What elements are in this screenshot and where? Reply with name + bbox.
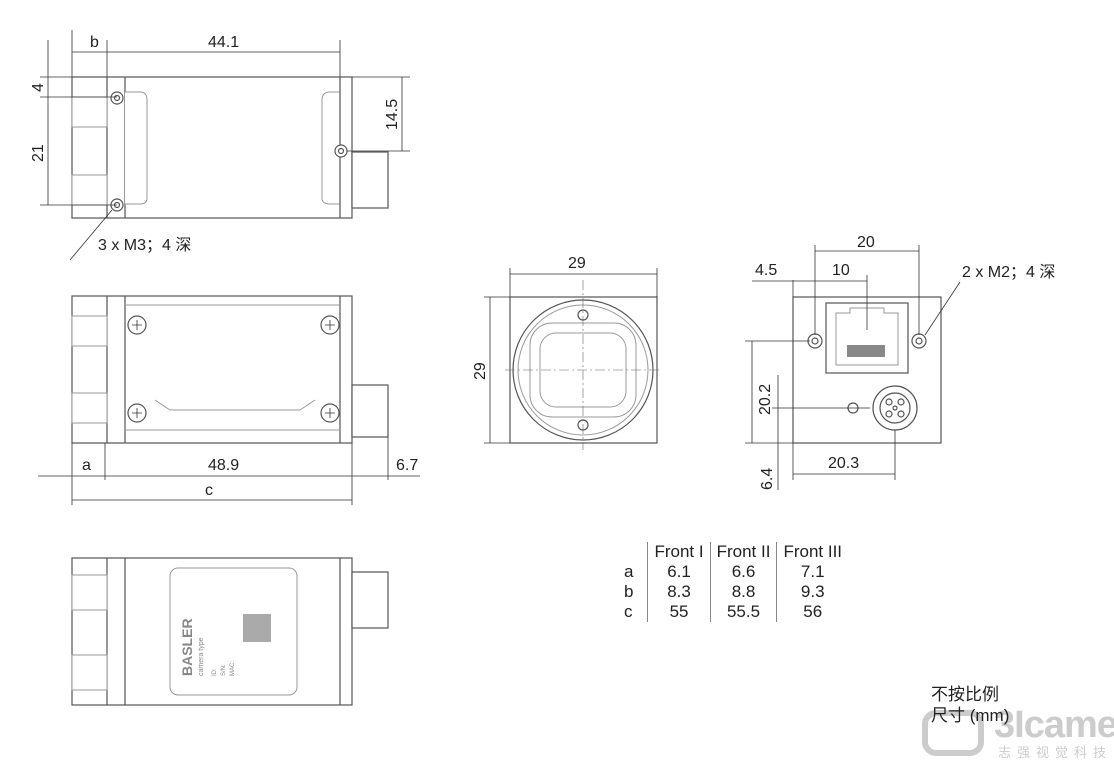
dim-front-width: 29 — [568, 255, 586, 272]
dim-10: 10 — [832, 262, 850, 279]
dim-14-5: 14.5 — [384, 99, 401, 130]
power-io-connector-icon — [872, 385, 918, 431]
product-label — [169, 567, 298, 696]
label-mac: MAC: — [230, 661, 236, 676]
dim-6-4: 6.4 — [759, 468, 776, 490]
dim-44-1: 44.1 — [208, 34, 239, 51]
side-view: a 48.9 6.7 c — [38, 295, 420, 505]
dim-20: 20 — [857, 234, 875, 251]
bottom-view: BASLER camera type ID: S/N: MAC: — [71, 557, 389, 706]
m3-hole-callout: 3 x M3；4 深 — [98, 236, 191, 254]
watermark-tagline: 志强视觉科技 — [998, 745, 1113, 760]
scale-note: 不按比例 尺寸 (mm) — [931, 684, 1009, 726]
header-front-iii: Front III — [776, 542, 849, 562]
top-view: b 44.1 4 21 14.5 3 x M3；4 深 — [30, 30, 410, 261]
watermark-brand: 3Icamera — [994, 704, 1114, 746]
screw-icon — [320, 403, 340, 423]
note-not-to-scale: 不按比例 — [931, 685, 999, 704]
front-view: 29 29 — [472, 255, 662, 450]
watermark: 3Icamera 志强视觉科技 — [922, 704, 1114, 761]
dim-6-7: 6.7 — [396, 457, 418, 474]
note-units: 尺寸 (mm) — [931, 706, 1010, 725]
screw-icon — [127, 403, 147, 423]
label-id: ID: — [212, 668, 218, 676]
screw-icon — [320, 315, 340, 335]
label-sn: S/N: — [221, 664, 227, 676]
dim-b: b — [90, 34, 99, 51]
label-brand: BASLER — [179, 618, 195, 676]
dim-48-9: 48.9 — [208, 457, 239, 474]
dim-4-5: 4.5 — [755, 262, 777, 279]
back-view: 20 4.5 10 2 x M2；4 深 20.2 6.4 20.3 — [745, 234, 1055, 490]
qr-code-icon — [243, 614, 271, 642]
dim-a: a — [82, 457, 91, 474]
watermark-logo-icon — [922, 710, 984, 756]
label-type: camera type — [198, 637, 205, 676]
screw-icon — [127, 315, 147, 335]
dim-20-2: 20.2 — [757, 384, 774, 415]
m2-hole-callout: 2 x M2；4 深 — [962, 263, 1055, 281]
table-header-row: Front I Front II Front III — [618, 542, 849, 562]
dim-4: 4 — [30, 83, 47, 92]
header-front-i: Front I — [647, 542, 711, 562]
header-front-ii: Front II — [709, 542, 777, 562]
dim-c: c — [205, 482, 213, 499]
dim-20-3: 20.3 — [828, 455, 859, 472]
dim-front-height: 29 — [472, 362, 489, 380]
dim-21: 21 — [30, 144, 47, 162]
